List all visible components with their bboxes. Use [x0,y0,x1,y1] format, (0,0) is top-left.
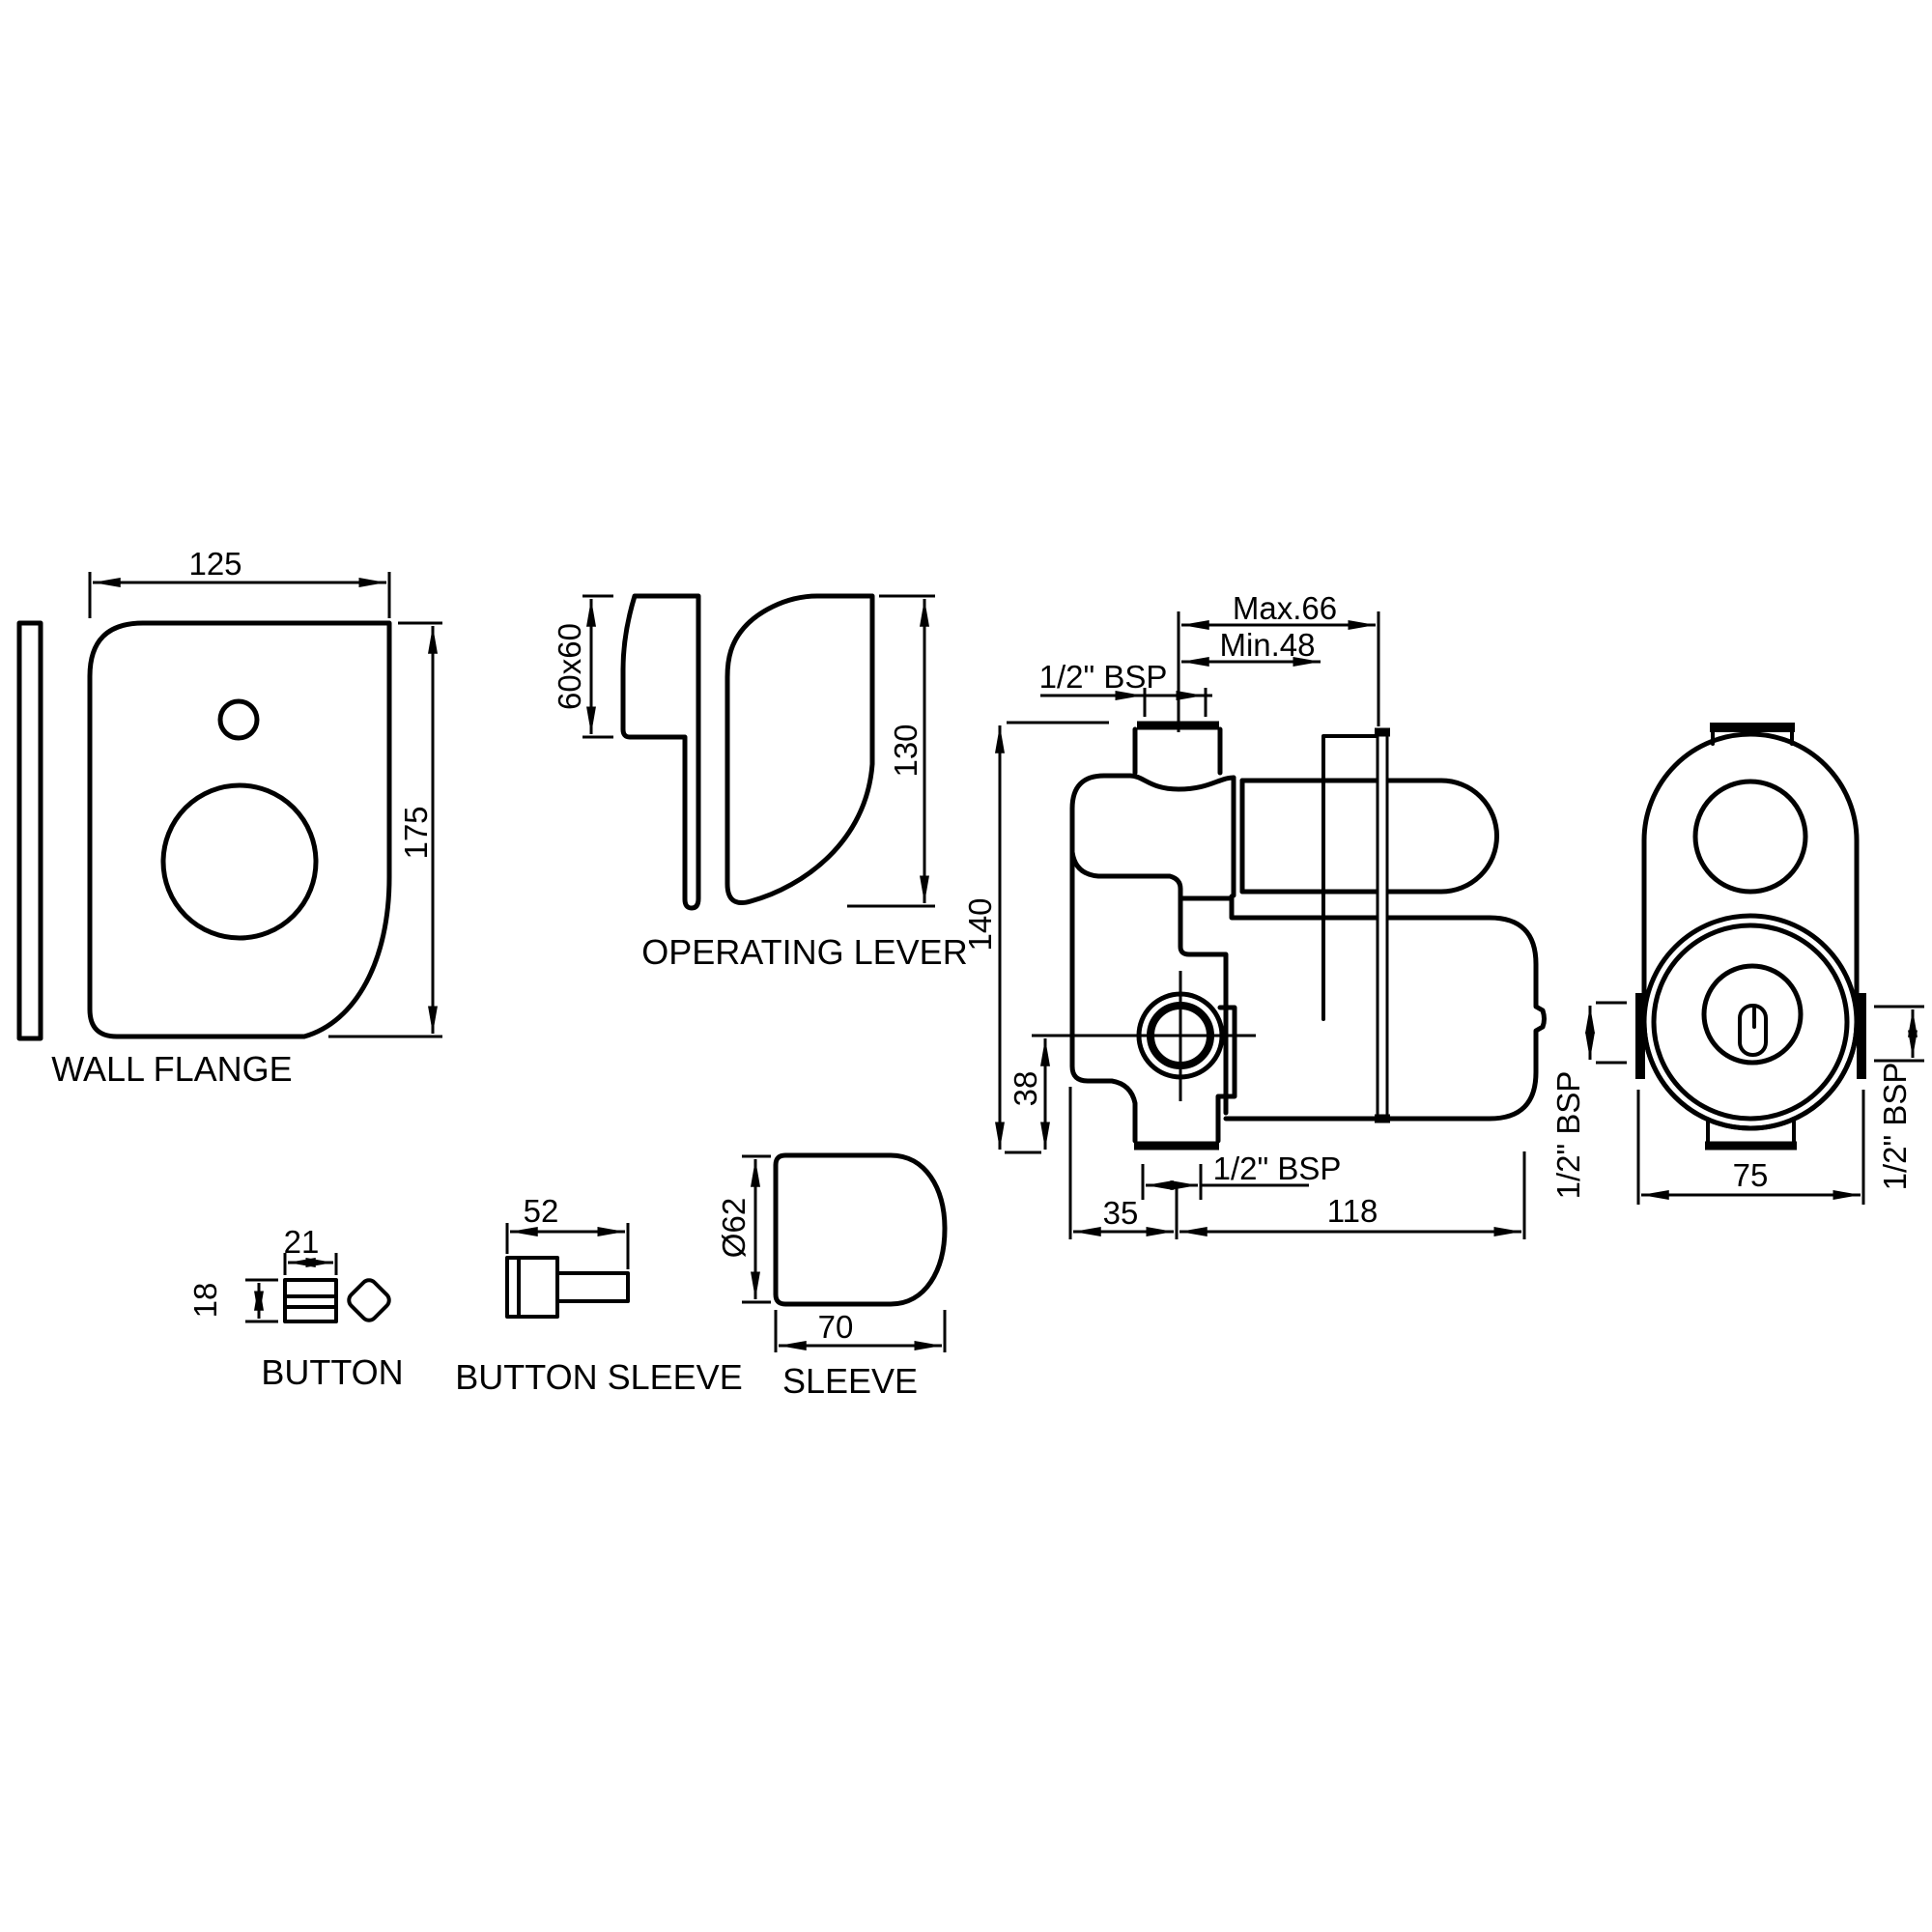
housing-outline [1223,894,1547,1122]
lever-side-profile [620,593,701,911]
flange-outline [87,620,392,1039]
operating-lever-label: OPERATING LEVER [641,932,967,972]
side-port-boss [1215,1005,1237,1144]
side-keyway [1738,1004,1768,1057]
side-spindle-circle [1701,963,1804,1065]
wall-flange-label: WALL FLANGE [51,1049,292,1089]
body-top-edge [1101,773,1236,792]
wall-flange-view: 125 175 WALL FLANGE [16,546,442,1089]
dim-flange-height-label: 175 [398,806,434,859]
side-back-port-label: 1/2" BSP [1877,1063,1913,1191]
side-knob-outer-circle [1641,913,1860,1131]
dim-sleeve-diameter-label: Ø62 [716,1198,752,1258]
dim-75-ext [1636,1090,1865,1205]
dim-35-118-ext [1068,1087,1526,1239]
cartridge-arm [1239,778,1499,895]
dim-sleeve-length-label: 70 [818,1309,854,1345]
dim-52-ext [505,1223,630,1269]
bottom-port-callout-lines [1141,1164,1309,1200]
button-sleeve-label: BUTTON SLEEVE [455,1357,742,1397]
dim-flange-width-label: 125 [188,546,242,582]
button-side-outline [283,1278,338,1323]
valve-front-view: 140 38 Max.66 Min.48 1/2" BSP 1/2" BSP 3… [962,590,1627,1239]
body-step-outline [1069,849,1229,1116]
wall-plate [1376,728,1389,1122]
button-side-lines [283,1294,338,1309]
dim-side-width-label: 75 [1733,1157,1769,1193]
lever-front-profile [724,593,875,905]
flange-spindle-hole [160,782,319,941]
dim-lever-height-label: 130 [888,724,923,777]
side-back-port-ext [1874,1005,1924,1063]
dim-inlet-offset-label: 35 [1103,1195,1139,1231]
dim-125-ext [88,572,391,618]
sleeve-view: Ø62 70 SLEEVE [716,1152,948,1401]
side-port-crosshair [1109,971,1256,1101]
valve-side-view: 75 1/2" BSP [1635,723,1924,1205]
dim-button-width-label: 21 [284,1224,320,1260]
button-sleeve-head [505,1256,559,1319]
dim-130-ext [847,594,935,908]
flange-screw-hole [217,698,260,741]
dim-body-height-label: 140 [962,897,998,951]
top-port-sides [1132,726,1223,776]
side-silhouette [1641,731,1860,1131]
front-back-port-ext [1596,1001,1627,1065]
dim-button-sleeve-length-label: 52 [524,1193,559,1229]
side-upper-circle [1692,779,1808,895]
wall-min-line [1321,734,1379,1021]
operating-lever-view: 60x60 130 OPERATING LEVER [552,593,968,972]
dim-18-ext [245,1278,278,1323]
flange-side-plate [16,620,43,1041]
bottom-port-label: 1/2" BSP [1213,1151,1342,1186]
dim-body-length-label: 118 [1327,1193,1378,1229]
button-face-outline [347,1278,391,1322]
collar-lines [1178,775,1245,901]
button-sleeve-stem [555,1271,630,1303]
front-back-port-label: 1/2" BSP [1550,1071,1586,1200]
dim-70-ext [774,1310,947,1352]
dim-175-ext [328,621,442,1038]
body-left-outline [1069,773,1138,1144]
sleeve-label: SLEEVE [782,1361,918,1401]
dim-depth-ext [1177,611,1380,732]
dim-depth-min-label: Min.48 [1219,627,1315,663]
dim-depth-max-label: Max.66 [1233,590,1337,626]
button-view: 21 18 BUTTON [187,1224,404,1392]
top-port-label: 1/2" BSP [1039,659,1168,695]
button-sleeve-view: 52 BUTTON SLEEVE [455,1193,742,1397]
dim-62-ext [742,1154,771,1304]
bottom-tab-sides [1706,1119,1796,1145]
dim-21-ext [283,1253,338,1275]
dim-140-ext [1005,721,1109,1154]
sleeve-outline [773,1152,948,1307]
dim-60x60-ext [582,594,613,739]
side-knob-inner-circle [1651,923,1850,1122]
dim-button-height-label: 18 [187,1283,223,1319]
button-label: BUTTON [261,1352,403,1392]
dim-inlet-center-label: 38 [1008,1071,1043,1107]
dim-lever-section-label: 60x60 [552,623,587,710]
